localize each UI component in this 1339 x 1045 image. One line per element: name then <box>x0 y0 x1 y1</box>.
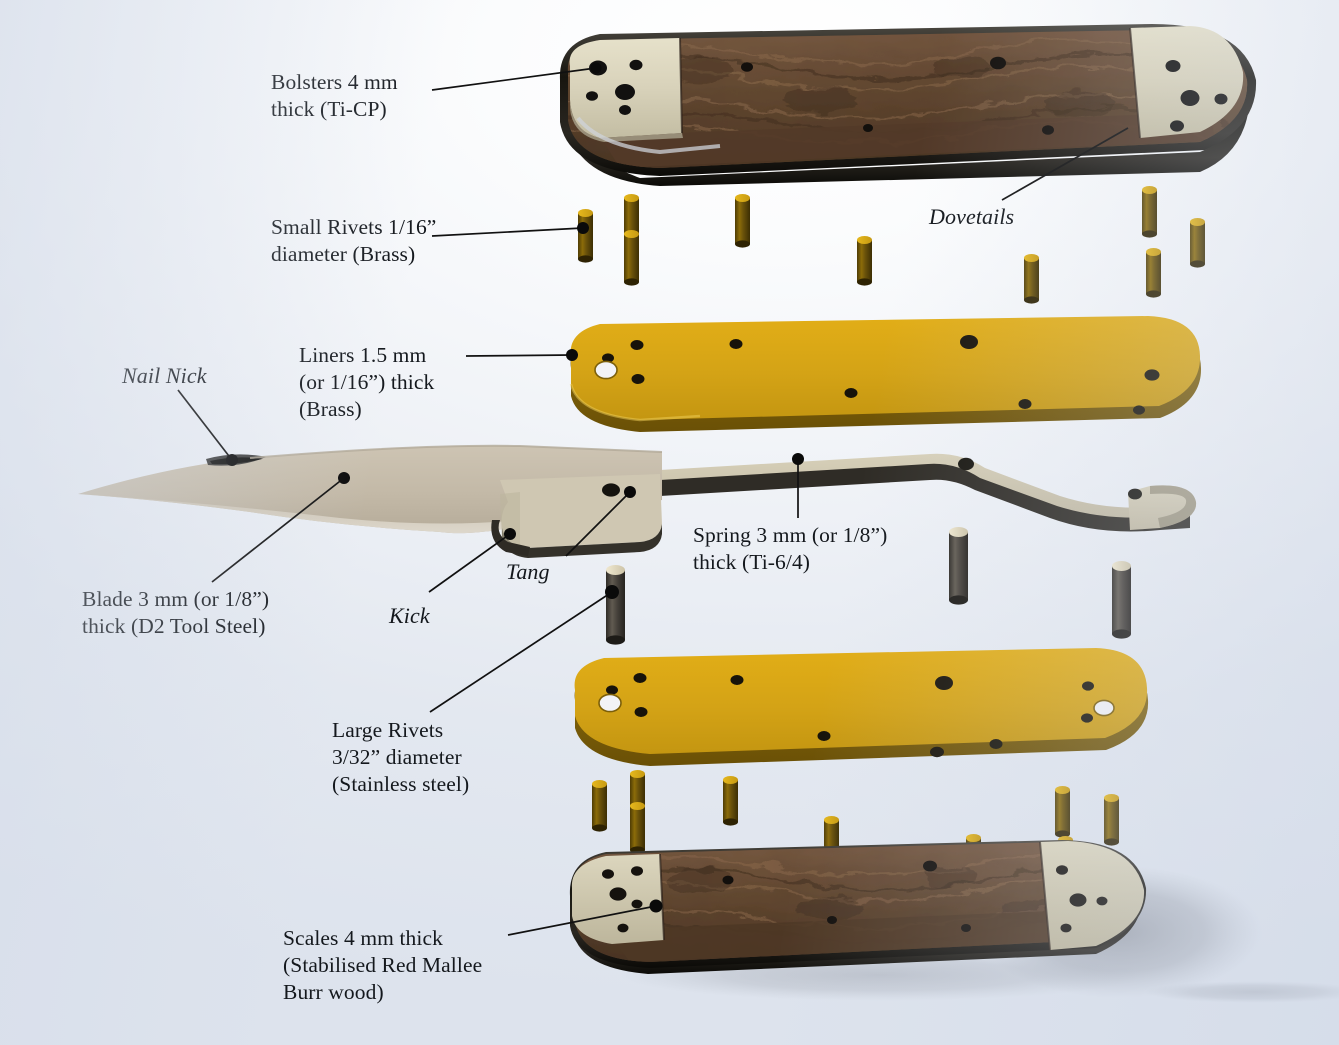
label-dovetails: Dovetails <box>929 204 1015 229</box>
brass-pin <box>630 802 645 854</box>
bolster-plate-bottom[interactable] <box>571 853 665 944</box>
brass-pin <box>1142 186 1157 238</box>
bolster-plate-top-right[interactable] <box>1129 26 1244 139</box>
label-bolsters: Bolsters 4 mm thick (Ti-CP) <box>271 70 398 122</box>
scale-top-assembly[interactable] <box>540 20 1280 190</box>
bolster-top-right-holes <box>1165 60 1228 132</box>
brass-pin <box>624 230 639 286</box>
scale-bottom-pin-holes <box>722 860 971 932</box>
leader-lines <box>177 67 1129 936</box>
leader-blade <box>211 477 345 583</box>
dot-scales <box>649 899 663 913</box>
blade-pivot-hole <box>602 483 620 497</box>
liner-top-holes <box>602 335 1160 415</box>
blade-body[interactable] <box>78 444 663 558</box>
bolster-top-holes <box>586 59 643 115</box>
leader-large-rivets <box>429 591 613 713</box>
dot-tang <box>624 486 636 498</box>
leader-dovetails <box>1001 127 1129 201</box>
stainless-pin <box>606 565 625 645</box>
liner-bottom-hole-right <box>1093 699 1115 717</box>
brass-pin <box>1055 786 1070 838</box>
liner-top-pivot-hole <box>594 360 618 380</box>
stainless-pin <box>949 527 968 605</box>
liner-top[interactable] <box>569 316 1202 432</box>
blade-tang[interactable] <box>500 474 662 558</box>
dot-nailnick <box>226 454 238 466</box>
brass-pin <box>735 194 750 248</box>
leader-kick <box>428 533 511 593</box>
brass-pin <box>723 776 738 826</box>
brass-pin <box>1190 218 1205 268</box>
leader-nailnick <box>177 389 233 461</box>
leader-scales <box>507 905 657 936</box>
bolster-wood-joint <box>679 37 683 134</box>
liner-bottom[interactable] <box>574 648 1149 766</box>
dot-liners <box>566 349 578 361</box>
leader-dots <box>226 62 804 913</box>
blade-kick <box>491 520 530 556</box>
dot-large-rivets <box>605 585 619 599</box>
label-large-rivets: Large Rivets 3/32” diameter (Stainless s… <box>332 718 470 797</box>
liner-bottom-holes <box>606 673 1094 758</box>
brass-pin <box>857 236 872 286</box>
label-liners: Liners 1.5 mm (or 1/16”) thick (Brass) <box>299 343 435 422</box>
liner-bottom-pivot-hole <box>598 693 622 713</box>
leader-tang <box>565 491 631 557</box>
scale-bottom[interactable] <box>560 836 1160 976</box>
dot-small-rivets <box>577 222 589 234</box>
brass-pin <box>1146 248 1161 298</box>
dot-blade <box>338 472 350 484</box>
dot-bolsters <box>590 62 602 74</box>
spring-holes <box>958 457 1142 500</box>
small-rivets-upper[interactable] <box>578 186 1205 304</box>
dot-spring <box>792 453 804 465</box>
leader-liners <box>465 354 573 357</box>
scale-top-edge <box>565 86 1251 186</box>
spring-body[interactable] <box>660 453 1197 532</box>
large-rivets[interactable] <box>606 527 1131 645</box>
label-kick: Kick <box>389 603 430 628</box>
brass-pin <box>592 780 607 832</box>
label-spring: Spring 3 mm (or 1/8”) thick (Ti-6/4) <box>693 523 888 575</box>
label-nail-nick: Nail Nick <box>122 363 207 388</box>
brass-pin <box>578 209 593 263</box>
stainless-pin <box>1112 561 1131 639</box>
label-blade: Blade 3 mm (or 1/8”) thick (D2 Tool Stee… <box>82 587 270 639</box>
dot-kick <box>504 528 516 540</box>
leader-small-rivets <box>431 227 584 237</box>
label-scales: Scales 4 mm thick (Stabilised Red Mallee… <box>283 926 483 1005</box>
brass-pin <box>1024 254 1039 304</box>
label-tang: Tang <box>506 559 550 584</box>
scale-top-pin-holes <box>741 56 1054 135</box>
brass-pin <box>1104 794 1119 846</box>
label-small-rivets: Small Rivets 1/16” diameter (Brass) <box>271 215 437 267</box>
leader-bolsters <box>431 67 597 91</box>
bolster-plate-bottom-right[interactable] <box>1039 841 1145 951</box>
